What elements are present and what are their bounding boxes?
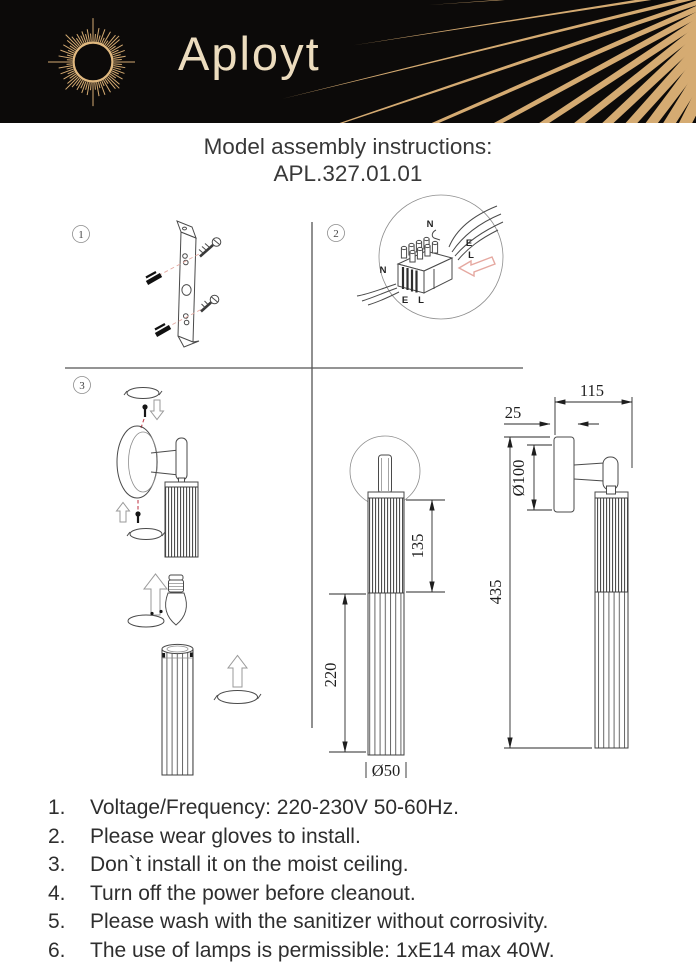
page-title: Model assembly instructions:: [203, 134, 493, 159]
step-number: 3: [79, 380, 85, 392]
step-number-circle: [72, 225, 90, 243]
terminal-contacts: [400, 236, 439, 263]
bulb-icon: [165, 574, 187, 626]
instruction-number: 5.: [48, 910, 66, 933]
model-number: APL.327.01.01: [273, 161, 423, 186]
wire-label-n: N: [427, 219, 434, 230]
wire-label-n: N: [380, 265, 387, 276]
title-block: Model assembly instructions: APL.327.01.…: [0, 133, 696, 187]
instruction-text: The use of lamps is permissible: 1xE14 m…: [90, 938, 555, 962]
instruction-item: 3. Don`t install it on the moist ceiling…: [48, 854, 678, 876]
instruction-number: 3.: [48, 853, 66, 876]
front-view-drawing: 135 220 Ø50: [321, 435, 445, 780]
detail-circle: [378, 194, 504, 320]
rotate-ring-icon: [126, 387, 160, 399]
dim-115: 115: [580, 381, 604, 400]
screw-icon: [198, 237, 222, 258]
instruction-number: 2.: [48, 824, 66, 848]
wall-plate-side: [553, 436, 575, 513]
ribbed-shade: [164, 486, 199, 558]
wire-label-e: E: [466, 238, 472, 249]
wire-label-l: L: [468, 250, 474, 261]
step-1-bracket-drawing: 1: [72, 220, 222, 348]
light-rays-icon: [282, 0, 696, 123]
instruction-item: 1. Voltage/Frequency: 220-230V 50-60Hz.: [48, 797, 678, 819]
wire-label-l: L: [418, 295, 424, 306]
wall-plate: [116, 425, 158, 499]
instruction-text: Please wear gloves to install.: [90, 824, 361, 848]
step-number-circle: [73, 376, 91, 394]
rotate-ring-icon: [127, 614, 165, 628]
direction-arrow-icon: [457, 256, 496, 278]
header-banner: Aployt: [0, 0, 696, 123]
up-arrow-icon: [115, 501, 131, 523]
instruction-text: Please wash with the sanitizer without c…: [90, 910, 549, 933]
dim-diameter-100: Ø100: [509, 460, 528, 497]
brand-name: Aployt: [178, 27, 321, 80]
instruction-number: 6.: [48, 938, 66, 962]
down-arrow-icon: [149, 399, 165, 421]
screw-icon: [200, 294, 220, 313]
instruction-item: 4. Turn off the power before cleanout.: [48, 881, 678, 905]
shade-tube: [161, 648, 194, 776]
step-number: 1: [78, 229, 84, 241]
instruction-text: Voltage/Frequency: 220-230V 50-60Hz.: [90, 796, 459, 819]
sunburst-logo-icon: [48, 18, 135, 107]
instruction-item: 6. The use of lamps is permissible: 1xE1…: [48, 938, 678, 962]
wall-anchor-icon: [154, 323, 172, 337]
instruction-item: 2. Please wear gloves to install.: [48, 824, 678, 848]
step-2-wiring-drawing: 2: [327, 194, 504, 320]
dim-135: 135: [408, 534, 427, 559]
step-number-circle: [327, 224, 345, 242]
instruction-text: Turn off the power before cleanout.: [90, 881, 416, 905]
wall-anchor-icon: [145, 271, 163, 285]
rotate-ring-icon: [129, 528, 163, 540]
side-view-drawing: 115 25 Ø100 435: [486, 381, 633, 749]
instruction-item: 5. Please wash with the sanitizer withou…: [48, 911, 678, 933]
instruction-number: 4.: [48, 881, 66, 905]
assembly-diagram: 1: [65, 194, 633, 780]
instruction-list: 1. Voltage/Frequency: 220-230V 50-60Hz. …: [48, 797, 678, 968]
rotate-ring-icon: [217, 690, 258, 704]
dim-220: 220: [321, 663, 340, 688]
dim-435: 435: [486, 580, 505, 605]
step-3-assembly-drawing: 3: [73, 376, 262, 776]
instruction-number: 1.: [48, 796, 66, 819]
up-arrow-icon: [142, 573, 169, 616]
dim-25: 25: [505, 403, 522, 422]
step-number: 2: [333, 228, 339, 240]
dim-diameter-50: Ø50: [372, 761, 400, 780]
instruction-text: Don`t install it on the moist ceiling.: [90, 853, 409, 876]
wire-label-e: E: [402, 295, 408, 306]
up-arrow-icon: [226, 654, 249, 688]
